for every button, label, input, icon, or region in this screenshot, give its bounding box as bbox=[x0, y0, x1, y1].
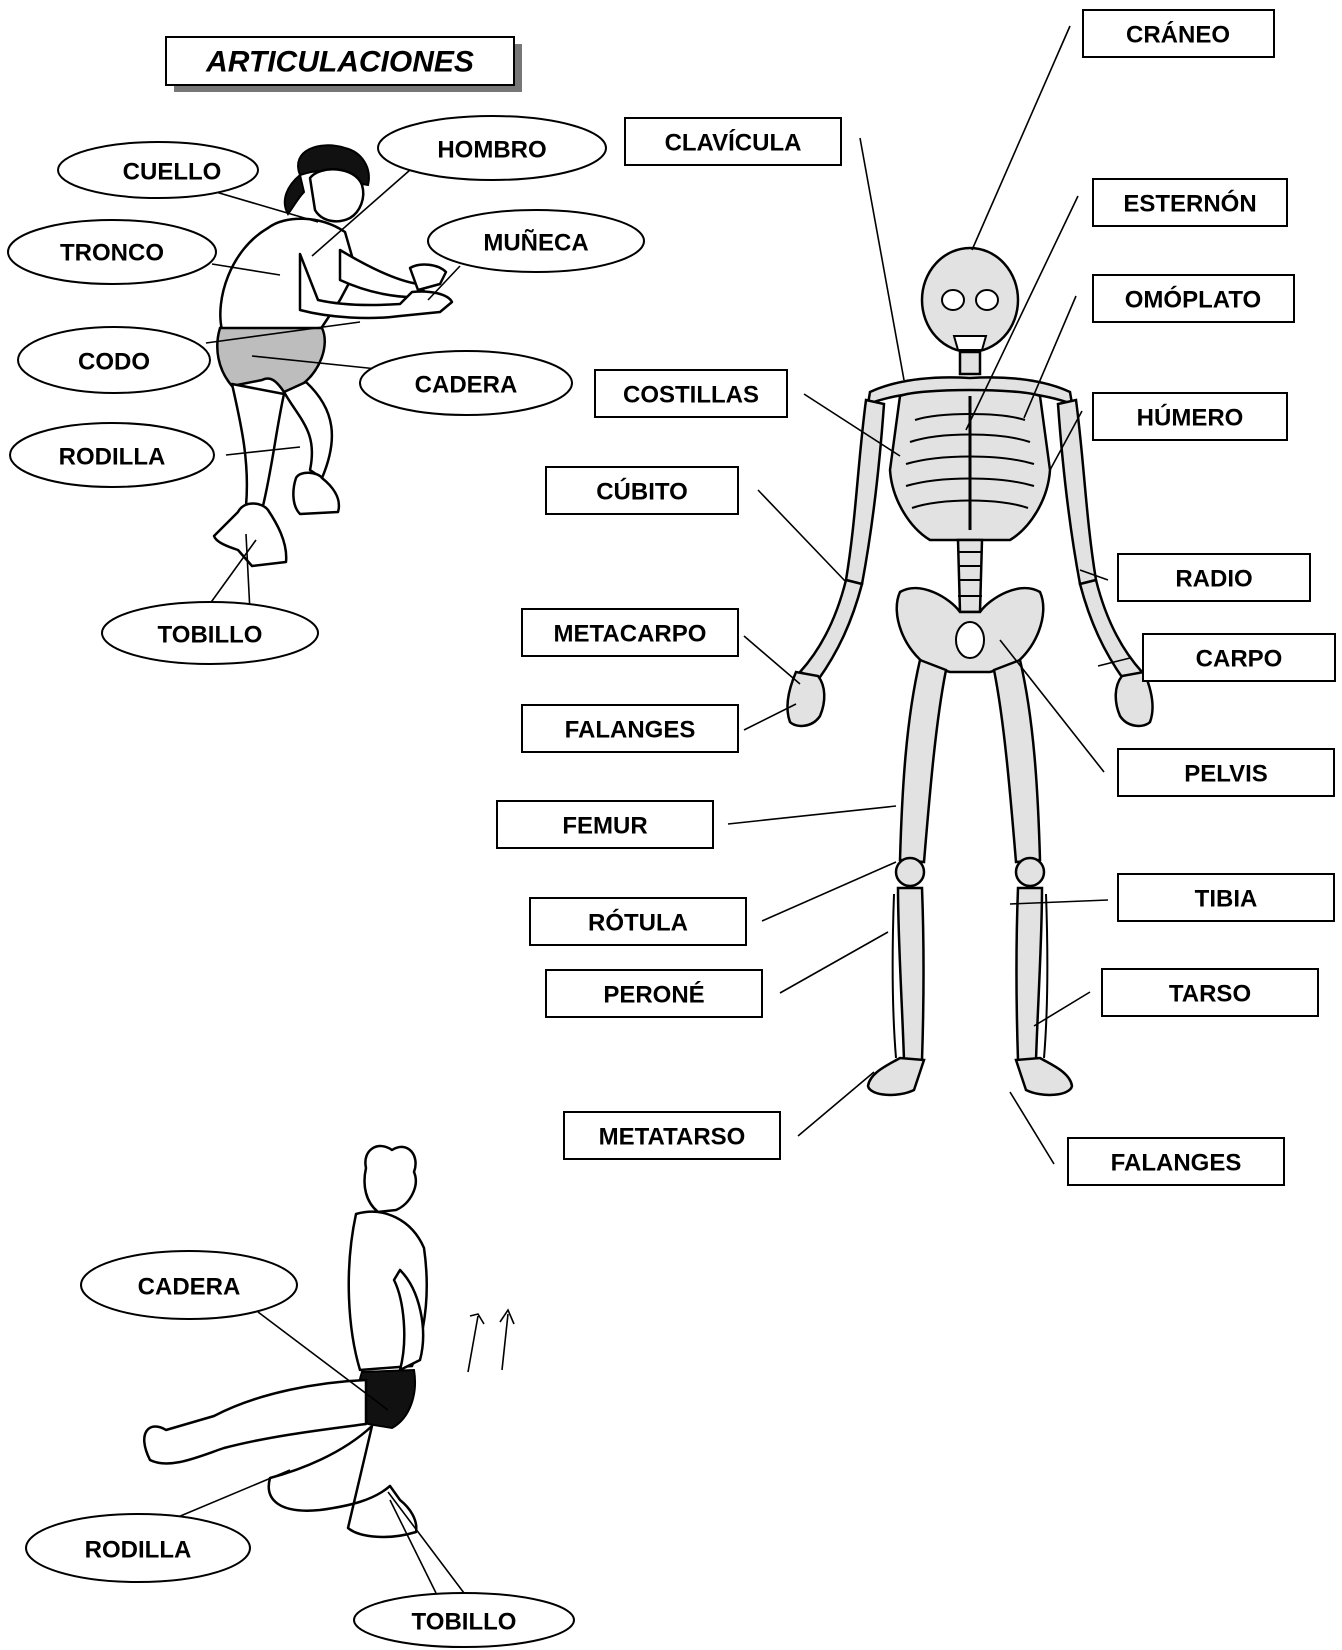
bone-label-perone-text: PERONÉ bbox=[603, 981, 704, 1009]
bone-label-rotula: RÓTULA bbox=[530, 898, 746, 945]
skeleton-figure bbox=[788, 248, 1153, 1095]
bone-label-costillas-text: COSTILLAS bbox=[623, 382, 759, 409]
bone-label-rotula-text: RÓTULA bbox=[588, 909, 688, 937]
bone-label-omoplato: OMÓPLATO bbox=[1093, 275, 1294, 322]
bone-label-falanges-pie: FALANGES bbox=[1068, 1138, 1284, 1185]
joint-label-codo-text: CODO bbox=[78, 349, 150, 376]
kneeling-man-figure bbox=[144, 1146, 514, 1537]
bone-label-radio: RADIO bbox=[1118, 554, 1310, 601]
bone-label-craneo: CRÁNEO bbox=[1083, 10, 1274, 57]
bone-label-craneo-text: CRÁNEO bbox=[1126, 21, 1230, 49]
joint-label-hombro-text: HOMBRO bbox=[437, 137, 546, 164]
title-box: ARTICULACIONES bbox=[166, 37, 522, 92]
bone-label-carpo-text: CARPO bbox=[1196, 646, 1283, 673]
joint-label-rodilla-text: RODILLA bbox=[59, 444, 166, 471]
joint-label-muneca-text: MUÑECA bbox=[483, 229, 588, 257]
bone-label-pelvis-text: PELVIS bbox=[1184, 761, 1268, 788]
joint-label-tobillo-text: TOBILLO bbox=[158, 622, 263, 649]
bone-label-cubito-text: CÚBITO bbox=[596, 478, 688, 506]
joint-label-tobillo-bottom: TOBILLO bbox=[354, 1593, 574, 1647]
joint-label-cuello-text: CUELLO bbox=[123, 159, 222, 186]
joint-label-tobillo-bottom-text: TOBILLO bbox=[412, 1609, 517, 1636]
joint-label-tobillo: TOBILLO bbox=[102, 602, 318, 664]
bone-label-tarso: TARSO bbox=[1102, 969, 1318, 1016]
joint-label-muneca: MUÑECA bbox=[428, 210, 644, 272]
bone-label-metacarpo: METACARPO bbox=[522, 609, 738, 656]
bone-label-falanges-mano-text: FALANGES bbox=[565, 717, 696, 744]
bone-label-metatarso-text: METATARSO bbox=[599, 1124, 746, 1151]
joint-label-rodilla: RODILLA bbox=[10, 423, 214, 487]
bone-label-metacarpo-text: METACARPO bbox=[554, 621, 707, 648]
bone-label-femur-text: FEMUR bbox=[562, 813, 647, 840]
bone-label-tibia-text: TIBIA bbox=[1195, 886, 1258, 913]
bone-label-tarso-text: TARSO bbox=[1169, 981, 1251, 1008]
bone-label-tibia: TIBIA bbox=[1118, 874, 1334, 921]
joint-label-rodilla-bottom: RODILLA bbox=[26, 1514, 250, 1582]
joint-label-cuello: CUELLO bbox=[58, 142, 258, 198]
bone-label-perone: PERONÉ bbox=[546, 970, 762, 1017]
bone-label-radio-text: RADIO bbox=[1175, 566, 1252, 593]
joint-label-cadera-text: CADERA bbox=[415, 372, 518, 399]
joint-label-codo: CODO bbox=[18, 327, 210, 393]
joint-label-cadera: CADERA bbox=[360, 351, 572, 415]
joint-label-cadera-bottom: CADERA bbox=[81, 1251, 297, 1319]
bone-label-femur: FEMUR bbox=[497, 801, 713, 848]
page-title: ARTICULACIONES bbox=[205, 46, 474, 79]
bone-label-omoplato-text: OMÓPLATO bbox=[1125, 286, 1261, 314]
joint-label-cadera-bottom-text: CADERA bbox=[138, 1274, 241, 1301]
bone-label-humero: HÚMERO bbox=[1093, 393, 1287, 440]
bone-label-esternon-text: ESTERNÓN bbox=[1123, 190, 1256, 218]
bone-label-falanges-pie-text: FALANGES bbox=[1111, 1150, 1242, 1177]
joint-label-tronco: TRONCO bbox=[8, 220, 216, 284]
joint-label-tronco-text: TRONCO bbox=[60, 240, 164, 267]
bone-label-cubito: CÚBITO bbox=[546, 467, 738, 514]
bone-label-metatarso: METATARSO bbox=[564, 1112, 780, 1159]
bone-label-carpo: CARPO bbox=[1143, 634, 1335, 681]
bone-label-clavicula-text: CLAVÍCULA bbox=[665, 129, 802, 157]
bone-label-humero-text: HÚMERO bbox=[1137, 404, 1244, 432]
joint-label-hombro: HOMBRO bbox=[378, 116, 606, 180]
bone-label-pelvis: PELVIS bbox=[1118, 749, 1334, 796]
bone-label-clavicula: CLAVÍCULA bbox=[625, 118, 841, 165]
bone-label-falanges-mano: FALANGES bbox=[522, 705, 738, 752]
bone-label-esternon: ESTERNÓN bbox=[1093, 179, 1287, 226]
bone-label-costillas: COSTILLAS bbox=[595, 370, 787, 417]
joint-label-rodilla-bottom-text: RODILLA bbox=[85, 1537, 192, 1564]
